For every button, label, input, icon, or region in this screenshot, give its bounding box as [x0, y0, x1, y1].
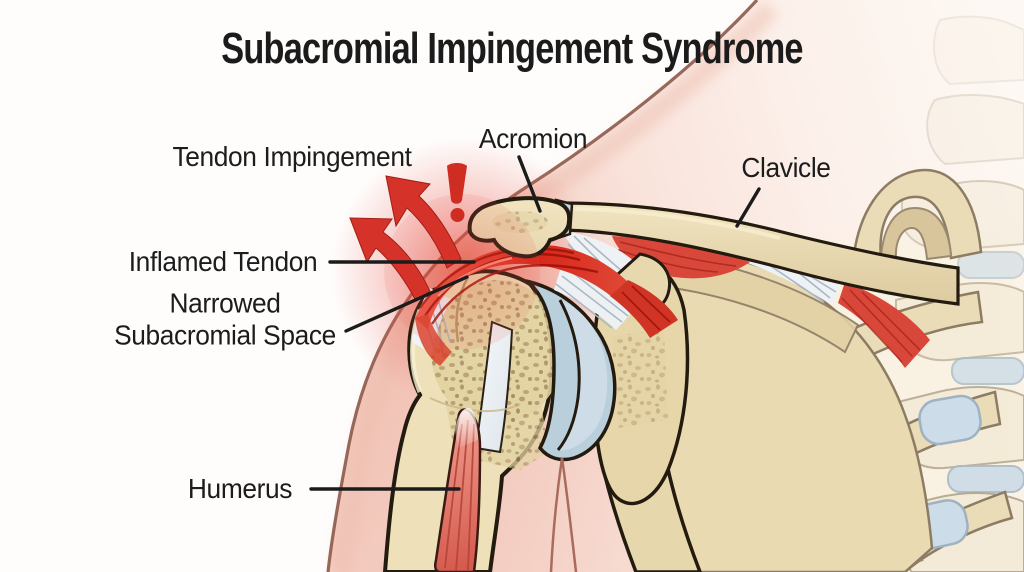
warning-exclamation-icon	[447, 163, 467, 222]
costal-cartilage	[918, 394, 982, 446]
joint-seam	[556, 299, 581, 451]
supraspinatus-muscle	[610, 280, 678, 338]
label-inflamed-tendon: Inflamed Tendon	[128, 245, 318, 277]
inflammation-glow-overlay	[384, 194, 540, 350]
clavicle-bone	[561, 201, 960, 306]
label-tendon-impingement: Tendon Impingement	[172, 140, 412, 172]
label-narrowed-subacromial-space: Narrowed Subacromial Space	[114, 287, 336, 351]
muscle-patch	[838, 282, 930, 368]
axilla-fold-line	[549, 457, 578, 572]
bicipital-groove-tendon	[474, 320, 514, 454]
label-acromion: Acromion	[478, 122, 588, 154]
diagram-title: Subacromial Impingement Syndrome	[221, 24, 803, 73]
label-clavicle: Clavicle	[741, 151, 831, 183]
leader-narrowed-space	[344, 275, 469, 333]
leader-clavicle	[735, 187, 761, 228]
leader-acromion	[517, 155, 542, 213]
biceps-muscle	[433, 408, 482, 572]
label-humerus: Humerus	[187, 472, 293, 504]
articular-cartilage	[525, 279, 617, 462]
leader-lines	[309, 155, 761, 491]
